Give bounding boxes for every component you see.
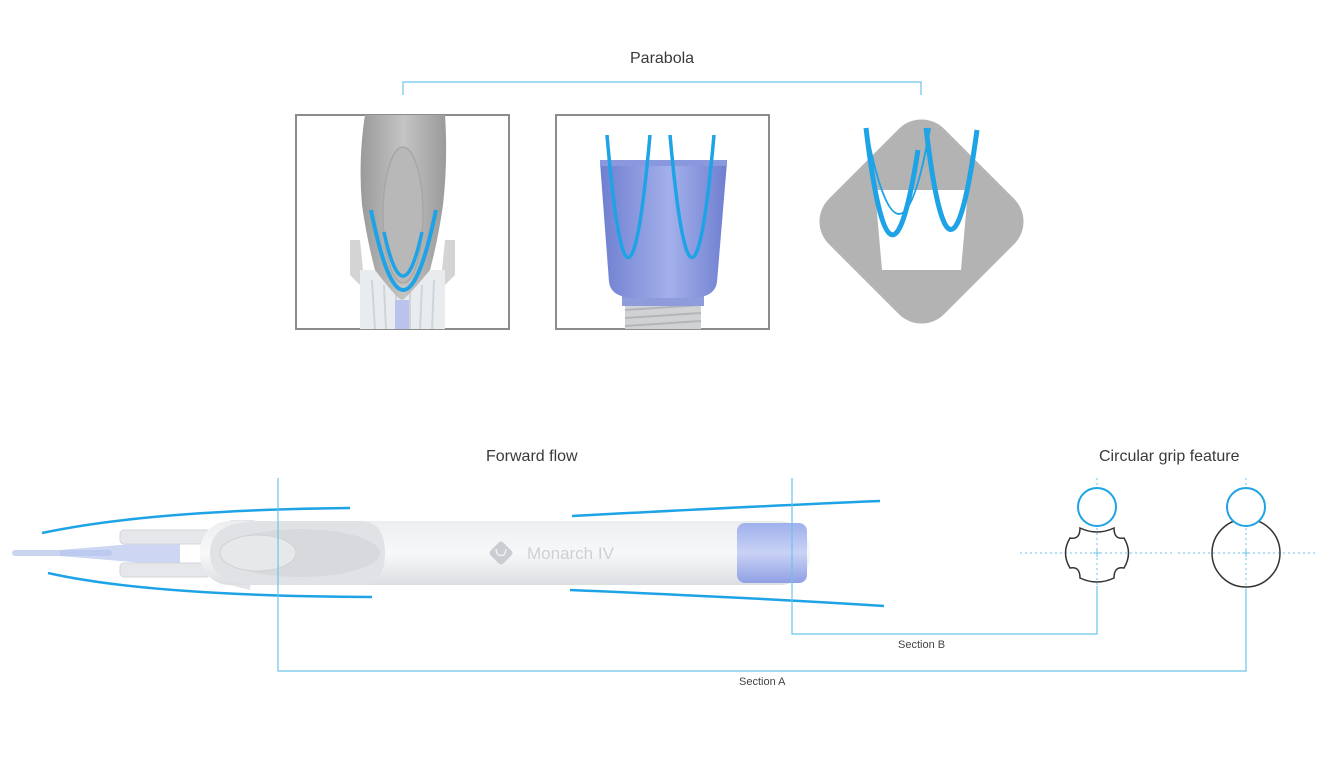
section-b-cross-section bbox=[1020, 478, 1175, 590]
section-b-label: Section B bbox=[898, 639, 946, 651]
cap-closeup-panel bbox=[555, 114, 770, 330]
crown-logo-icon bbox=[489, 541, 513, 565]
parabola-bracket bbox=[402, 81, 922, 95]
pen-illustration bbox=[12, 520, 810, 590]
section-guides bbox=[277, 478, 1247, 672]
parabola-logo-icon bbox=[819, 119, 1024, 324]
parabola-label: Parabola bbox=[630, 50, 695, 67]
grip-closeup-panel bbox=[295, 114, 510, 330]
section-a-cross-section bbox=[1178, 478, 1318, 590]
brand-name: Monarch IV bbox=[527, 544, 614, 563]
section-a-label: Section A bbox=[739, 676, 786, 688]
forward-flow-label: Forward flow bbox=[486, 448, 578, 465]
circular-grip-label: Circular grip feature bbox=[1099, 448, 1240, 465]
flow-streamlines bbox=[41, 499, 885, 608]
